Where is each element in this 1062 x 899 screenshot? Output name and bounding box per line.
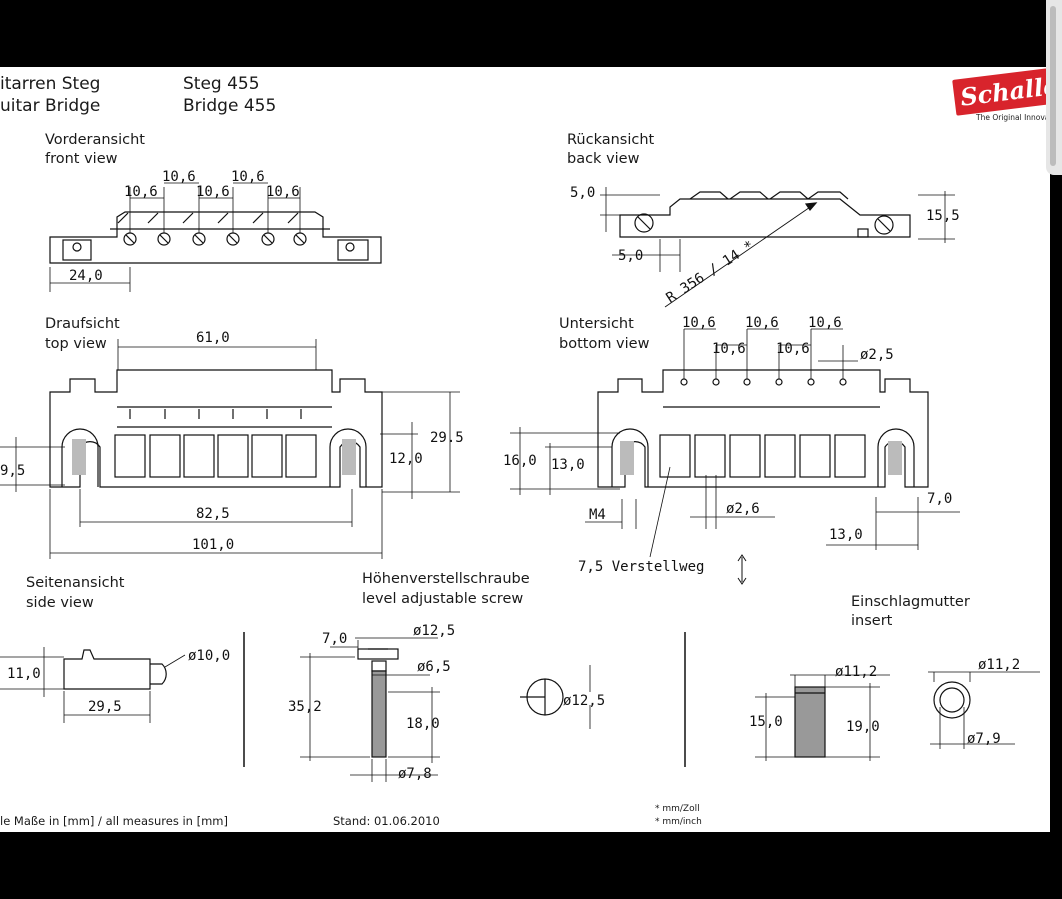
dim-back-h3: 15,5 (926, 208, 960, 224)
dim-front-width: 24,0 (69, 268, 103, 284)
dim-top-825: 82,5 (196, 506, 230, 522)
dim-bottom-w7: 7,0 (927, 491, 952, 507)
dim-screw-w7: 7,0 (322, 631, 347, 647)
dim-bottom-w13: 13,0 (829, 527, 863, 543)
footer-stand: Stand: 01.06.2010 (333, 814, 440, 828)
screw-drawing (300, 632, 686, 782)
dim-front-s1: 10,6 (124, 184, 158, 200)
footer-note-inch: * mm/inch (655, 817, 702, 827)
dim-front-s4: 10,6 (231, 169, 265, 185)
footer-note-zoll: * mm/Zoll (655, 804, 700, 814)
bottom-view-saddles (659, 378, 866, 478)
dim-bottom-d25: ø2,5 (860, 347, 894, 363)
dim-screw-d65: ø6,5 (417, 659, 451, 675)
scrollbar-thumb[interactable] (1050, 6, 1056, 166)
top-view-label-de: Draufsicht (45, 316, 120, 332)
side-view-drawing (0, 632, 245, 767)
back-view-label-de: Rückansicht (567, 132, 655, 148)
dim-back-h2: 5,0 (618, 248, 643, 264)
model-en: Bridge 455 (183, 96, 277, 116)
front-view-label-en: front view (45, 151, 118, 167)
dim-top-12: 12,0 (389, 451, 423, 467)
screw-label-en: level adjustable screw (362, 591, 524, 607)
schaller-logo: Schaller The Original Innovators (950, 68, 1050, 124)
dim-bottom-h16: 16,0 (503, 453, 537, 469)
dim-screw-head: ø12,5 (563, 693, 605, 709)
footer-measures: le Maße in [mm] / all measures in [mm] (0, 814, 228, 828)
logo-tagline: The Original Innovators (976, 113, 1050, 122)
insert-label-en: insert (851, 613, 893, 629)
dim-side-d10: ø10,0 (188, 648, 230, 664)
title-de: itarren Steg (0, 74, 101, 94)
dim-side-w295: 29,5 (88, 699, 122, 715)
dim-bottom-s5: 10,6 (808, 315, 842, 331)
dim-insert-h15: 15,0 (749, 714, 783, 730)
top-view-label-en: top view (45, 336, 107, 352)
dim-bottom-s2: 10,6 (712, 341, 746, 357)
dim-top-95: 9,5 (0, 463, 25, 479)
side-view-label-de: Seitenansicht (26, 575, 125, 591)
dim-bottom-h13: 13,0 (551, 457, 585, 473)
dim-bottom-travel: 7,5 Verstellweg (578, 559, 704, 575)
front-view-label-de: Vorderansicht (45, 132, 145, 148)
dim-front-s2: 10,6 (162, 169, 196, 185)
dim-insert-d112a: ø11,2 (835, 664, 877, 680)
dim-bottom-s1: 10,6 (682, 315, 716, 331)
dim-side-h11: 11,0 (7, 666, 41, 682)
dim-top-61: 61,0 (196, 330, 230, 346)
dim-insert-d79: ø7,9 (967, 731, 1001, 747)
dim-screw-d125: ø12,5 (413, 623, 455, 639)
model-de: Steg 455 (183, 74, 260, 94)
dim-bottom-s4: 10,6 (776, 341, 810, 357)
top-view-drawing (0, 339, 460, 559)
insert-label-de: Einschlagmutter (851, 594, 970, 610)
dim-front-s5: 10,6 (266, 184, 300, 200)
screw-label-de: Höhenverstellschraube (362, 571, 530, 587)
dim-top-29: 29.5 (430, 430, 464, 446)
dim-screw-h18: 18,0 (406, 716, 440, 732)
back-view-drawing (600, 187, 955, 308)
title-en: uitar Bridge (0, 96, 101, 116)
scrollbar[interactable] (1046, 0, 1062, 175)
dim-insert-h19: 19,0 (846, 719, 880, 735)
bottom-view-label-en: bottom view (559, 336, 650, 352)
side-view-label-en: side view (26, 595, 94, 611)
back-view-label-en: back view (567, 151, 640, 167)
dim-front-s3: 10,6 (196, 184, 230, 200)
bottom-view-label-de: Untersicht (559, 316, 634, 332)
dim-bottom-d26: ø2,6 (726, 501, 760, 517)
dim-back-radius: R 356 / 14 * (663, 238, 757, 307)
dim-insert-d112b: ø11,2 (978, 657, 1020, 673)
dim-back-h1: 5,0 (570, 185, 595, 201)
technical-drawing: 10,6 10,6 10,6 10,6 10,6 24,0 5,0 5,0 15… (0, 169, 1040, 782)
dim-screw-d78: ø7,8 (398, 766, 432, 782)
bottom-view-drawing (510, 328, 960, 585)
top-view-saddles (114, 409, 317, 478)
dim-screw-h352: 35,2 (288, 699, 322, 715)
dim-top-101: 101,0 (192, 537, 234, 553)
front-view-drawing (49, 182, 382, 292)
drawing-sheet: itarren Steg uitar Bridge Steg 455 Bridg… (0, 67, 1050, 832)
dim-bottom-s3: 10,6 (745, 315, 779, 331)
insert-drawing (755, 671, 1040, 761)
front-saddle-screws (123, 232, 307, 246)
dim-bottom-m4: M4 (589, 507, 606, 523)
